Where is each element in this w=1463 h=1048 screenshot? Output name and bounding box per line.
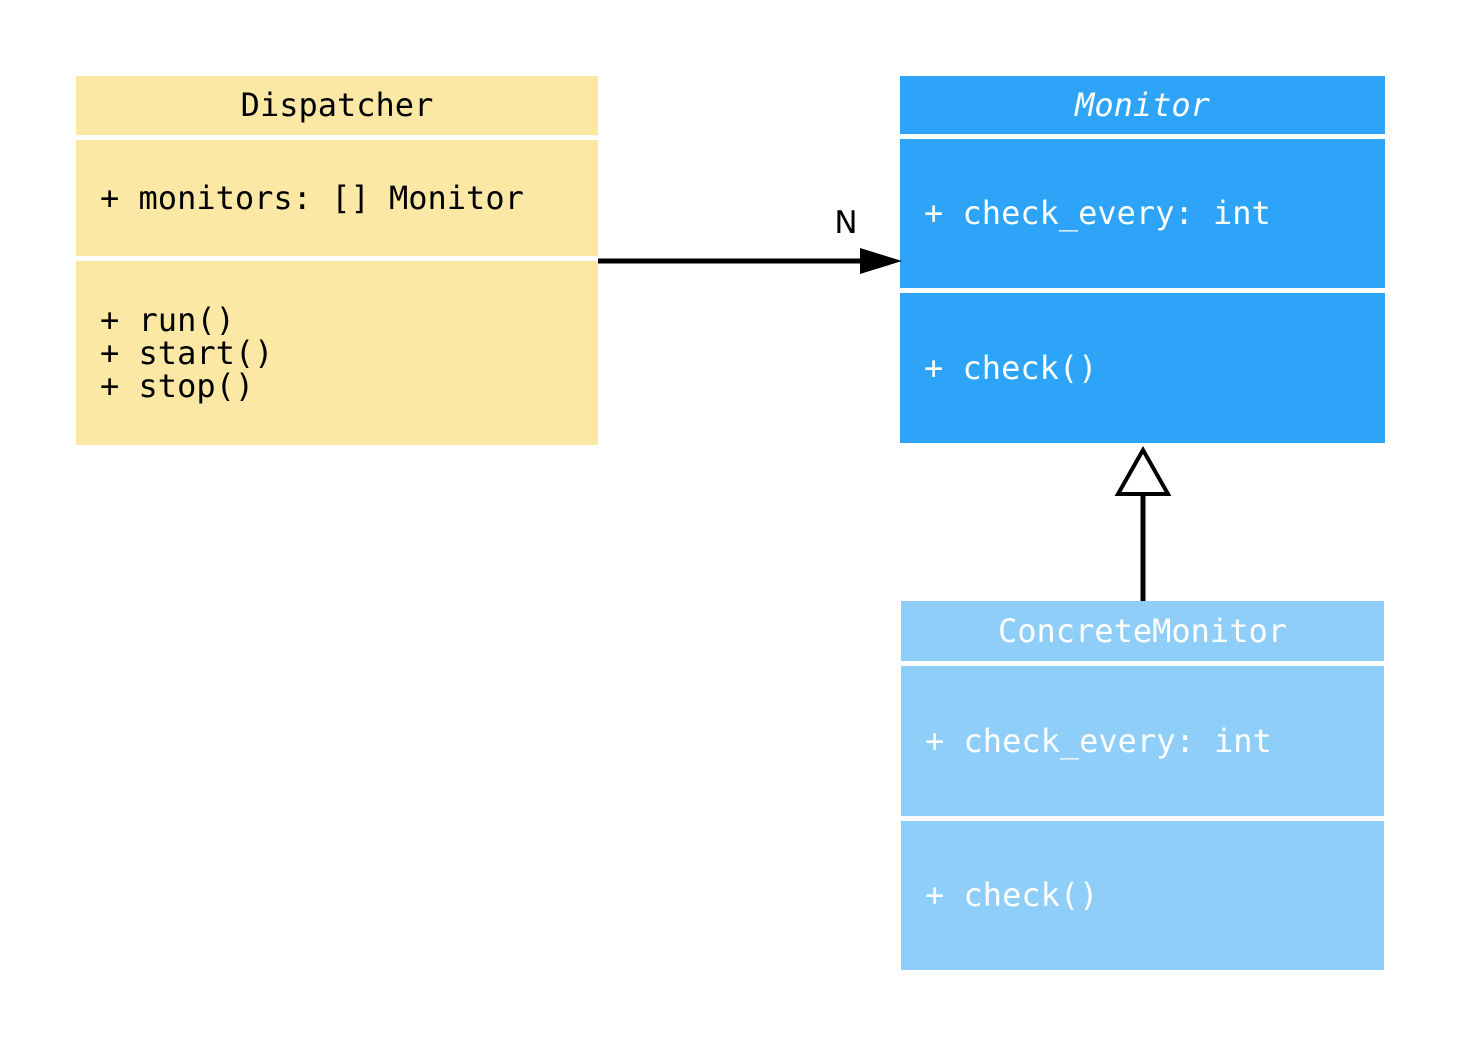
inheritance-arrowhead-icon xyxy=(1114,445,1172,496)
class-dispatcher-title: Dispatcher xyxy=(76,76,598,135)
attribute-line: + check_every: int xyxy=(925,721,1272,760)
association-arrow xyxy=(598,248,902,274)
class-concrete-monitor-methods: + check() xyxy=(901,821,1384,970)
association-arrowhead-icon xyxy=(860,248,902,274)
class-concrete-monitor: ConcreteMonitor + check_every: int + che… xyxy=(901,601,1384,970)
class-dispatcher: Dispatcher + monitors: [] Monitor + run(… xyxy=(76,76,598,445)
class-monitor-attributes: + check_every: int xyxy=(900,139,1385,288)
class-monitor-methods: + check() xyxy=(900,293,1385,443)
method-line: + check() xyxy=(925,876,1099,914)
class-monitor-title: Monitor xyxy=(900,76,1385,134)
method-line: + run() xyxy=(100,300,235,339)
class-concrete-monitor-attributes: + check_every: int xyxy=(901,666,1384,816)
method-line: + stop() xyxy=(100,366,255,405)
inheritance-arrow xyxy=(1114,445,1172,601)
class-concrete-monitor-title: ConcreteMonitor xyxy=(901,601,1384,661)
method-line: + start() xyxy=(100,333,274,372)
association-multiplicity-label: N xyxy=(834,205,858,241)
attribute-line: + monitors: [] Monitor xyxy=(100,178,524,217)
class-monitor: Monitor + check_every: int + check() xyxy=(900,76,1385,443)
class-dispatcher-attributes: + monitors: [] Monitor xyxy=(76,140,598,256)
class-dispatcher-methods: + run() + start() + stop() xyxy=(76,261,598,445)
method-line: + check() xyxy=(924,348,1098,387)
attribute-line: + check_every: int xyxy=(924,194,1271,232)
